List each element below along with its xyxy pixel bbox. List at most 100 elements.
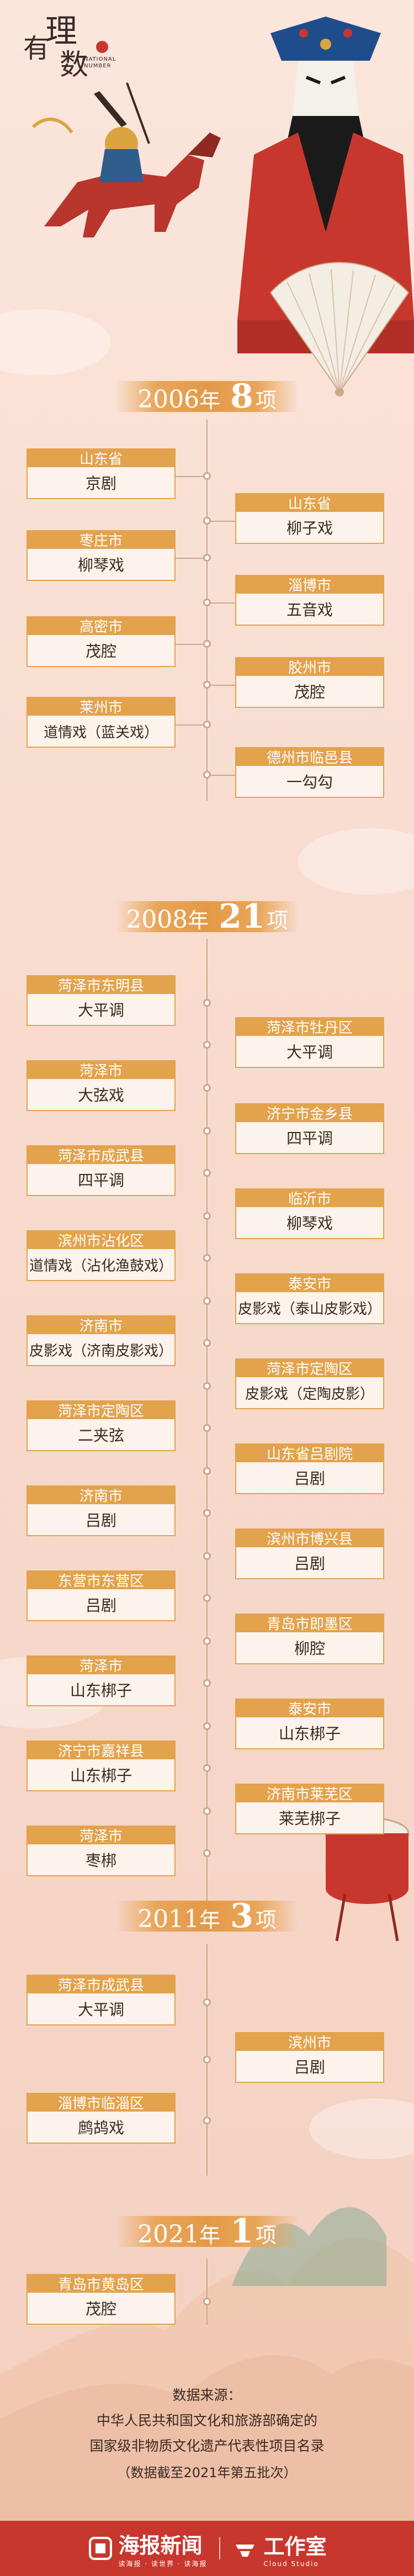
horse-rider-illustration xyxy=(31,82,221,237)
card-region: 菏泽市定陶区 xyxy=(26,1400,176,1420)
card-opera-name: 茂腔 xyxy=(235,676,384,708)
logo-english: NATIONAL NUMBER xyxy=(84,56,116,69)
year-count-unit: 项 xyxy=(255,388,277,412)
opera-card: 滨州市 吕剧 xyxy=(235,2032,384,2083)
card-opera-name: 吕剧 xyxy=(235,1462,384,1494)
card-region: 菏泽市成武县 xyxy=(26,1975,176,1994)
card-region: 菏泽市 xyxy=(26,1060,176,1080)
card-region: 高密市 xyxy=(26,616,176,636)
card-opera-name: 五音戏 xyxy=(235,594,384,626)
timeline-node xyxy=(203,1127,211,1135)
year-unit: 年 xyxy=(199,2223,221,2247)
opera-card: 济南市莱芜区 莱芜梆子 xyxy=(235,1784,384,1834)
timeline-node xyxy=(203,1594,211,1602)
year-count-unit: 项 xyxy=(255,1908,277,1932)
card-region: 济南市 xyxy=(26,1485,176,1505)
timeline-node xyxy=(203,1212,211,1220)
opera-card: 枣庄市 柳琴戏 xyxy=(26,530,176,581)
card-region: 济宁市金乡县 xyxy=(235,1103,384,1123)
card-opera-name: 道情戏（沾化渔鼓戏） xyxy=(26,1249,176,1281)
card-opera-name: 山东梆子 xyxy=(26,1674,176,1706)
year-number: 2011 xyxy=(137,1905,200,1933)
timeline-node xyxy=(203,1637,211,1645)
card-opera-name: 山东梆子 xyxy=(26,1759,176,1791)
card-opera-name: 四平调 xyxy=(235,1122,384,1154)
timeline-connector xyxy=(176,476,206,477)
timeline-node xyxy=(203,999,211,1007)
card-opera-name: 莱芜梆子 xyxy=(235,1802,384,1834)
opera-card: 菏泽市 山东梆子 xyxy=(26,1655,176,1706)
timeline-connector xyxy=(208,685,235,686)
card-opera-name: 柳琴戏 xyxy=(26,549,176,581)
timeline-node xyxy=(203,1339,211,1347)
card-opera-name: 柳琴戏 xyxy=(235,1207,384,1239)
cloud-logo-icon xyxy=(236,2545,255,2557)
timeline-connector xyxy=(208,775,235,776)
opera-card: 菏泽市成武县 四平调 xyxy=(26,1145,176,1196)
year-unit: 年 xyxy=(199,388,221,412)
timeline-node xyxy=(203,1764,211,1772)
opera-card: 济南市 皮影戏（济南皮影戏） xyxy=(26,1315,176,1366)
timeline-node xyxy=(203,1679,211,1687)
year-banner-2006: 2006 年 8 项 xyxy=(116,375,298,417)
year-unit: 年 xyxy=(199,1908,221,1932)
card-region: 青岛市黄岛区 xyxy=(26,2274,176,2293)
card-opera-name: 吕剧 xyxy=(26,1589,176,1621)
opera-card: 山东省 柳子戏 xyxy=(235,493,384,544)
card-opera-name: 道情戏（蓝关戏） xyxy=(26,716,176,748)
card-region: 青岛市即墨区 xyxy=(235,1614,384,1633)
opera-card: 济宁市嘉祥县 山东梆子 xyxy=(26,1741,176,1791)
timeline-node xyxy=(203,1509,211,1517)
opera-card: 济南市 吕剧 xyxy=(26,1485,176,1536)
opera-card: 菏泽市东明县 大平调 xyxy=(26,975,176,1026)
card-region: 山东省 xyxy=(235,493,384,512)
opera-card: 滨州市沾化区 道情戏（沾化渔鼓戏） xyxy=(26,1230,176,1281)
cloud-studio-logo: 工作室 Cloud Studio xyxy=(232,2530,326,2568)
card-region: 滨州市沾化区 xyxy=(26,1230,176,1250)
card-region: 滨州市 xyxy=(235,2032,384,2051)
timeline-connector xyxy=(208,602,235,604)
card-region: 菏泽市定陶区 xyxy=(235,1358,384,1378)
opera-card: 菏泽市定陶区 二夹弦 xyxy=(26,1400,176,1451)
footer-bar: 海报新闻 读海报 · 读世界 · 读海报 工作室 Cloud Studio xyxy=(0,2521,414,2576)
footer-divider xyxy=(219,2537,221,2559)
haibao-news-logo: 海报新闻 读海报 · 读世界 · 读海报 xyxy=(88,2529,208,2568)
logo-char: 理 xyxy=(45,12,78,50)
card-opera-name: 京剧 xyxy=(26,467,176,499)
card-opera-name: 柳腔 xyxy=(235,1632,384,1664)
timeline-line xyxy=(206,939,208,1905)
year-count: 8 xyxy=(230,377,253,416)
card-opera-name: 枣梆 xyxy=(26,1844,176,1876)
timeline-node xyxy=(203,1467,211,1475)
opera-card: 东营市东营区 吕剧 xyxy=(26,1570,176,1621)
folding-fan-decoration xyxy=(269,262,410,396)
card-region: 德州市临邑县 xyxy=(235,747,384,766)
card-region: 济宁市嘉祥县 xyxy=(26,1741,176,1760)
card-region: 胶州市 xyxy=(235,657,384,676)
card-region: 淄博市临淄区 xyxy=(26,2093,176,2112)
card-region: 山东省 xyxy=(26,448,176,468)
card-opera-name: 一勾勾 xyxy=(235,766,384,798)
card-opera-name: 皮影戏（泰山皮影戏） xyxy=(235,1292,384,1324)
card-opera-name: 吕剧 xyxy=(235,1547,384,1579)
opera-card: 青岛市黄岛区 茂腔 xyxy=(26,2274,176,2325)
timeline-node xyxy=(203,1722,211,1730)
year-count: 21 xyxy=(219,897,265,936)
card-region: 菏泽市 xyxy=(26,1826,176,1845)
footer-brand-title: 海报新闻 xyxy=(118,2533,203,2558)
card-region: 东营市东营区 xyxy=(26,1570,176,1590)
year-count: 1 xyxy=(230,2212,253,2251)
logo-char: 数 xyxy=(60,49,89,82)
card-opera-name: 茂腔 xyxy=(26,2293,176,2325)
card-opera-name: 茂腔 xyxy=(26,635,176,667)
year-banner-2008: 2008 年 21 项 xyxy=(116,896,298,938)
opera-card: 滨州市博兴县 吕剧 xyxy=(235,1528,384,1579)
opera-card: 临沂市 柳琴戏 xyxy=(235,1188,384,1239)
opera-card: 山东省吕剧院 吕剧 xyxy=(235,1443,384,1494)
source-line: 中华人民共和国文化和旅游部确定的 xyxy=(96,2413,317,2429)
opera-card: 淄博市临淄区 鹧鸪戏 xyxy=(26,2093,176,2144)
timeline-connector xyxy=(208,521,235,522)
year-number: 2008 xyxy=(126,906,188,934)
opera-card: 菏泽市定陶区 皮影戏（定陶皮影） xyxy=(235,1358,384,1409)
